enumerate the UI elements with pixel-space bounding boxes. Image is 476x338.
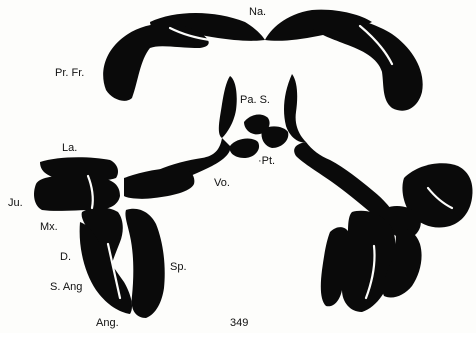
label-prefrontal: Pr. Fr. (55, 67, 84, 79)
vomer-left (124, 168, 194, 199)
prefrontal-bone-right (312, 15, 423, 111)
label-splenial: Sp. (170, 261, 187, 273)
label-surangular: S. Ang (50, 281, 82, 293)
label-parasphenoid: Pa. S. (240, 94, 270, 106)
page-number: 349 (230, 317, 248, 329)
label-angular: Ang. (96, 317, 119, 329)
parasphenoid-left (219, 76, 237, 138)
label-vomer: Vo. (214, 177, 230, 189)
pterygoid-arm-right (294, 142, 396, 220)
pterygoid-center-left (230, 139, 259, 158)
label-jugal: Ju. (8, 197, 23, 209)
label-pterygoid: ·Pt. (258, 155, 275, 167)
prefrontal-bone-left (103, 24, 209, 101)
label-dentary: D. (60, 251, 71, 263)
jugal-bone-left (34, 175, 120, 211)
label-lacrimal: La. (62, 142, 77, 154)
label-nasal: Na. (249, 6, 266, 18)
pterygoid-center-right (261, 126, 288, 148)
label-maxilla: Mx. (40, 221, 58, 233)
